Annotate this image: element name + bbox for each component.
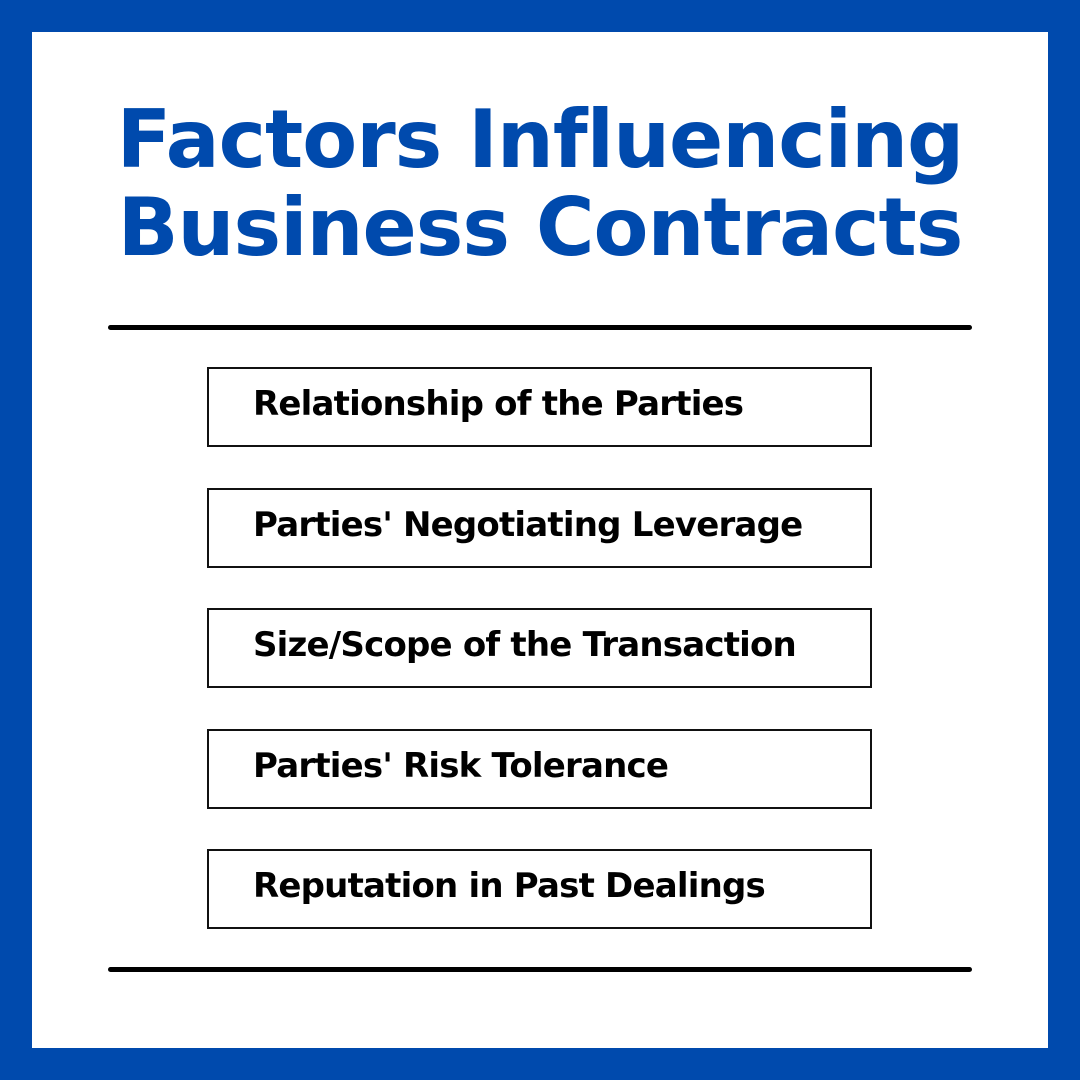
factor-item-relationship: Relationship of the Parties [207, 367, 872, 447]
factor-label: Parties' Risk Tolerance [253, 746, 669, 786]
factor-item-size-scope: Size/Scope of the Transaction [207, 608, 872, 688]
title-line-1: Factors Influencing [116, 93, 965, 186]
factor-label: Reputation in Past Dealings [253, 866, 766, 906]
factor-label: Size/Scope of the Transaction [253, 625, 797, 665]
factor-item-leverage: Parties' Negotiating Leverage [207, 488, 872, 568]
factor-item-risk-tolerance: Parties' Risk Tolerance [207, 729, 872, 809]
factor-label: Relationship of the Parties [253, 384, 744, 424]
bottom-divider [108, 967, 972, 972]
title-line-2: Business Contracts [117, 181, 964, 274]
top-divider [108, 325, 972, 330]
factor-label: Parties' Negotiating Leverage [253, 505, 803, 545]
page-title: Factors Influencing Business Contracts [0, 96, 1080, 272]
factor-item-reputation: Reputation in Past Dealings [207, 849, 872, 929]
